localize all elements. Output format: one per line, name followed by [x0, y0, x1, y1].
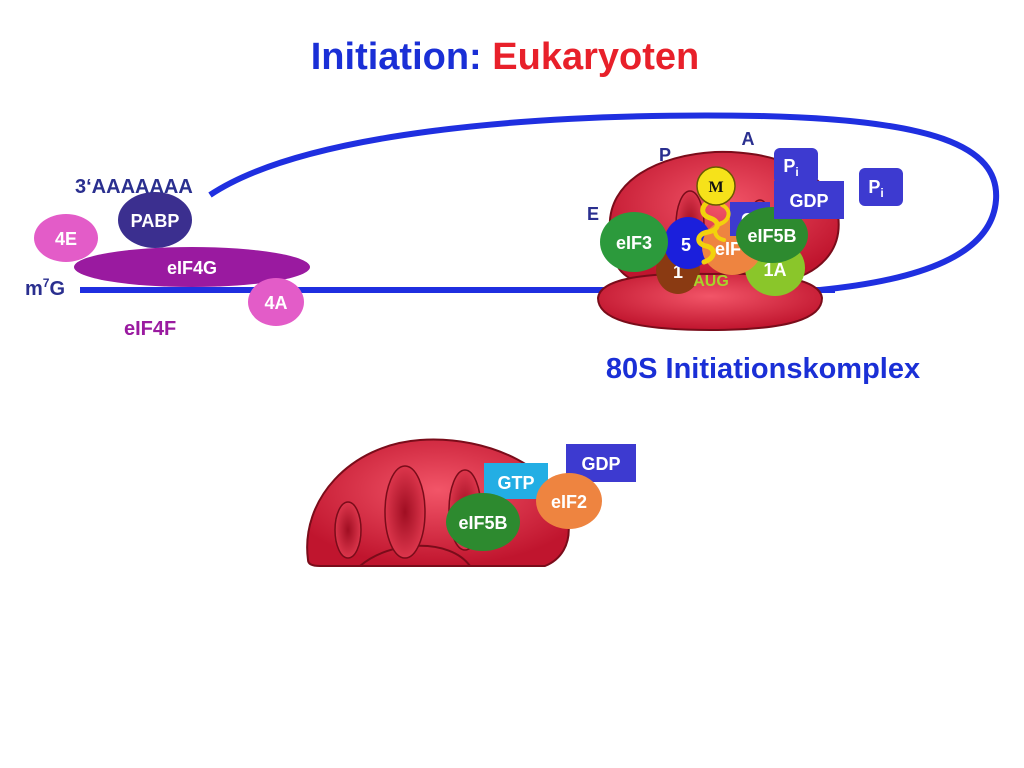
pi-box [774, 148, 818, 184]
eif2-label: eIF [715, 239, 741, 259]
eif2-label: eIF2 [551, 492, 587, 512]
eif4f-label: eIF4F [124, 318, 176, 340]
pabp-label: PABP [131, 211, 180, 231]
gdp-label: GDP [581, 454, 620, 474]
mrna-loop-strand [208, 112, 1000, 293]
trna-icon [713, 203, 731, 242]
eif5b-label: eIF5B [747, 226, 796, 246]
gtp-label: GTP [497, 473, 534, 493]
gdp-box [774, 181, 844, 219]
title-part-eukaryoten: Eukaryoten [492, 36, 700, 78]
site-a-label: A [742, 129, 755, 149]
title-part-initiation: Initiation: [310, 36, 493, 78]
eif4a-factor [248, 278, 304, 326]
poly-a-tail-label: 3‘AAAAAAA [75, 176, 193, 198]
eif4a-label: 4A [264, 293, 287, 313]
methionine-circle [696, 166, 736, 206]
eif1a-label: 1A [763, 260, 786, 280]
gdp-label: GDP [789, 191, 828, 211]
pi-label: Pi [868, 177, 883, 200]
gtp-box [484, 463, 548, 499]
eif4e-label: 4E [55, 229, 77, 249]
eif4g-factor [74, 247, 310, 287]
ribosome-groove [334, 501, 362, 559]
page-title: Initiation: Eukaryoten [0, 36, 1010, 79]
eif5-label: 5 [681, 235, 691, 255]
trna-icon [696, 197, 720, 265]
eif5-factor [664, 217, 712, 269]
eif3-label: eIF3 [616, 233, 652, 253]
site-e-label: E [587, 204, 599, 224]
eif5b-factor [736, 207, 808, 263]
eif5b-factor [446, 493, 520, 551]
ribosome-groove [384, 465, 426, 559]
ribosome-60s-released [306, 438, 570, 567]
cap-label: m7G [25, 276, 65, 300]
eif1-label: 1 [673, 262, 683, 282]
methionine-label: M [708, 179, 723, 196]
eif3-factor [600, 212, 668, 272]
pabp-factor [118, 192, 192, 248]
eif2-factor [536, 473, 602, 529]
80s-complex-label: 80S Initiationskomplex [606, 353, 920, 385]
eif5b-label: eIF5B [458, 513, 507, 533]
pi-box [859, 168, 903, 206]
eif4e-factor [34, 214, 98, 262]
pi-label: Pi [783, 156, 798, 179]
aug-codon-label: AUG [693, 273, 729, 290]
eif4g-label: eIF4G [167, 258, 217, 278]
site-p-label: P [659, 145, 671, 165]
